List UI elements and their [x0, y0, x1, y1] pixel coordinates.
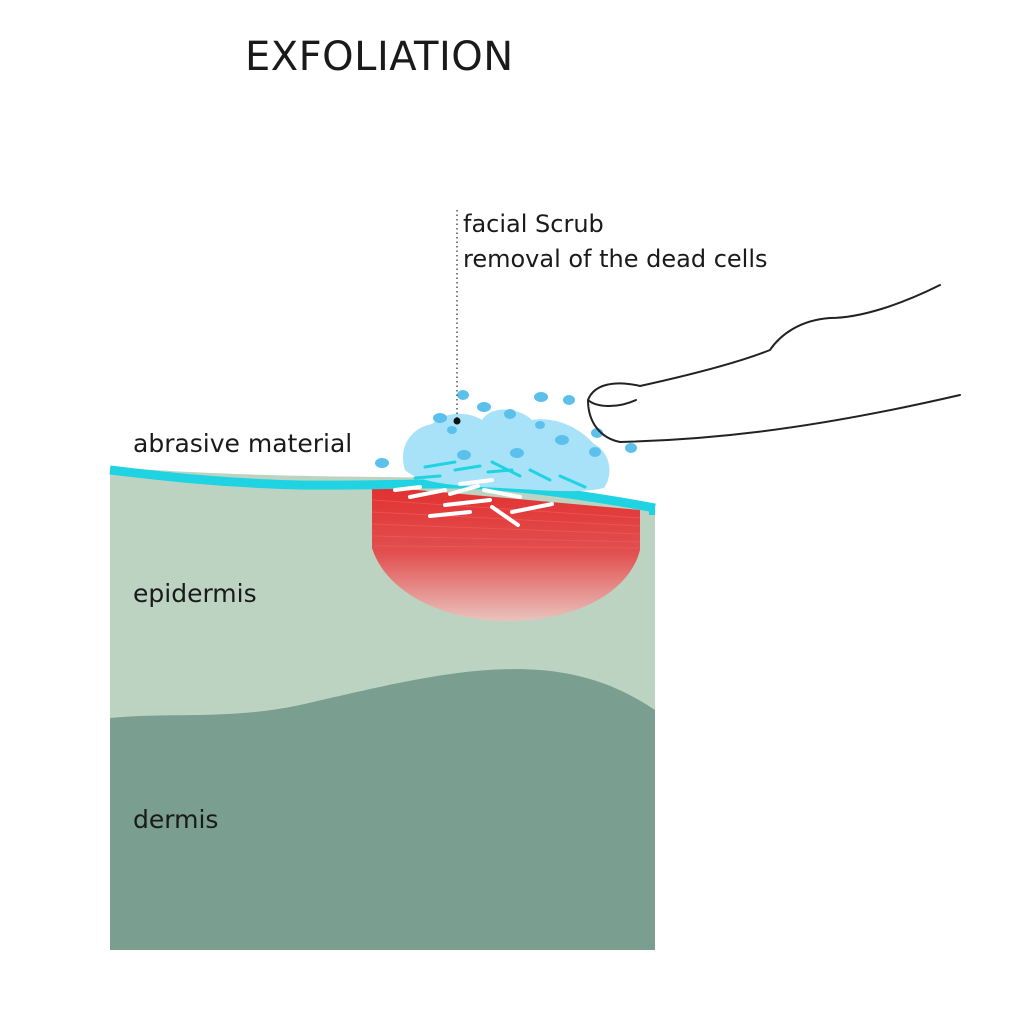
callout-leader-dot — [453, 417, 461, 425]
abrasive-material-label: abrasive material — [133, 429, 352, 458]
epidermis-label: epidermis — [133, 579, 257, 608]
facial-scrub-blob — [403, 409, 610, 492]
treated-area — [372, 486, 640, 622]
dermis-label: dermis — [133, 805, 218, 834]
skin-surface-line — [109, 465, 656, 513]
page-title: EXFOLIATION — [245, 34, 514, 80]
dermis-layer — [110, 669, 655, 950]
finger-icon — [587, 284, 961, 443]
dead-cells — [393, 478, 554, 527]
callout-line-1: facial Scrub — [463, 210, 604, 238]
callout-line-2: removal of the dead cells — [463, 245, 768, 273]
scrub-streaks — [413, 460, 587, 489]
